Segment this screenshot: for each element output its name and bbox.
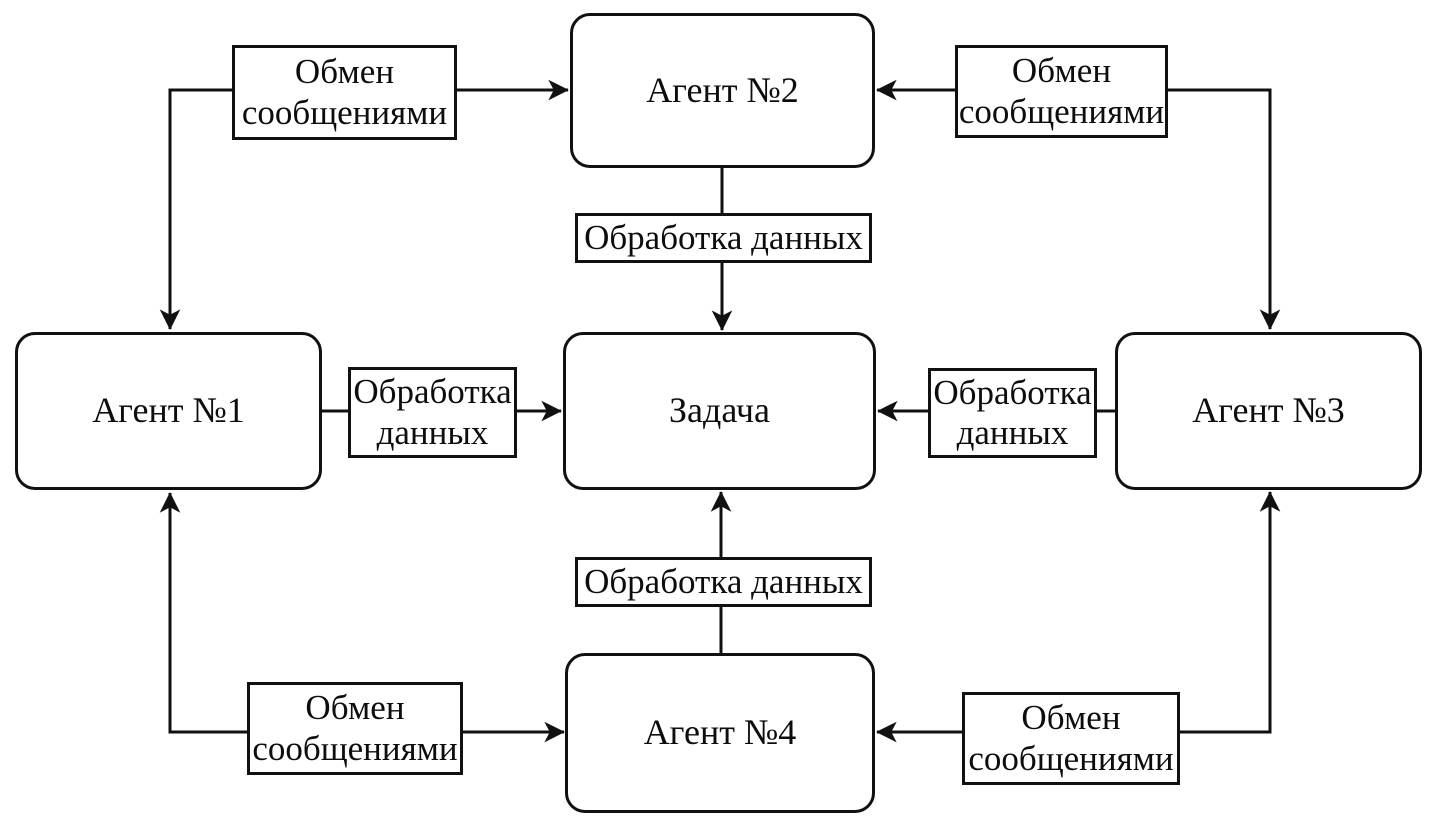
node-task-label: Задача <box>669 390 770 431</box>
edge-label-mid-right-text: Обработка данных <box>933 372 1092 452</box>
edge-label-top-left-text: Обмен сообщениями <box>241 52 448 132</box>
edge-label-bottom-center: Обработка данных <box>575 557 872 607</box>
edge-label-top-center-text: Обработка данных <box>584 217 863 257</box>
edge-label-bottom-right: Обмен сообщениями <box>962 692 1180 785</box>
edge-label-bottom-right-text: Обмен сообщениями <box>968 698 1174 778</box>
edge-label-top-center: Обработка данных <box>575 213 872 263</box>
edge-label-mid-right: Обработка данных <box>928 368 1097 458</box>
edge-label-mid-left-text: Обработка данных <box>353 372 512 452</box>
edge-label-mid-left: Обработка данных <box>348 367 517 458</box>
node-agent-2: Агент №2 <box>570 13 875 168</box>
edge-label-bottom-center-text: Обработка данных <box>584 561 863 601</box>
node-agent-1-label: Агент №1 <box>92 390 245 431</box>
edge-label-top-left: Обмен сообщениями <box>232 45 457 140</box>
node-agent-3: Агент №3 <box>1115 332 1422 490</box>
edge-label-bottom-left: Обмен сообщениями <box>247 682 463 775</box>
node-agent-1: Агент №1 <box>15 332 322 490</box>
edge-label-top-right: Обмен сообщениями <box>955 45 1168 138</box>
node-task: Задача <box>563 332 876 490</box>
node-agent-4-label: Агент №4 <box>643 712 797 753</box>
edge-label-bottom-left-text: Обмен сообщениями <box>252 688 458 768</box>
node-agent-3-label: Агент №3 <box>1192 390 1345 431</box>
node-agent-4: Агент №4 <box>565 653 875 813</box>
node-agent-2-label: Агент №2 <box>646 69 799 110</box>
edge-label-top-right-text: Обмен сообщениями <box>958 51 1165 131</box>
